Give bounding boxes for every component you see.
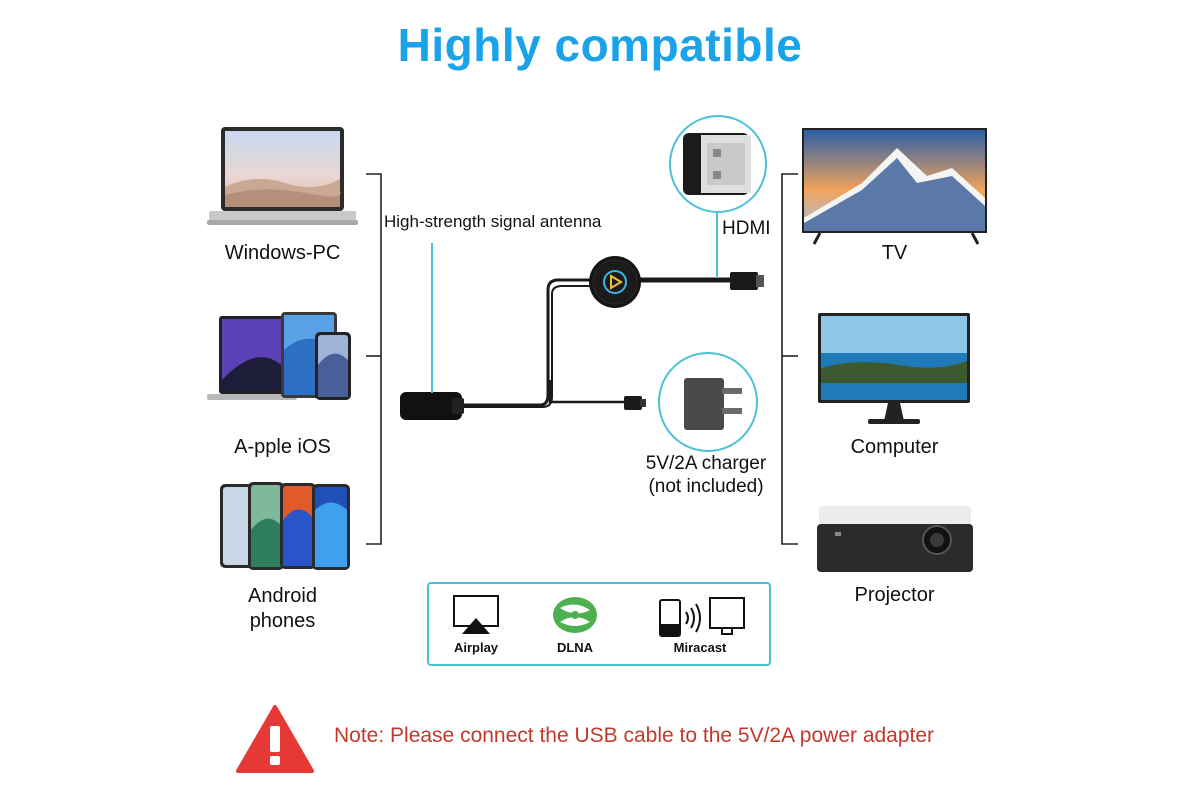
android-phones-icon [218,480,358,572]
warning-icon [236,704,314,774]
miracast-icon [658,596,748,640]
dongle-diagram [390,250,770,430]
apple-devices-icon [205,310,360,405]
page-title: Highly compatible [397,19,803,71]
antenna-callout-line [431,243,433,393]
hdmi-callout-line [716,212,718,278]
left-bracket [364,172,386,548]
protocol-label-airplay: Airplay [453,640,499,655]
hdmi-connector-icon [667,113,769,215]
dlna-icon [552,596,598,634]
charger-callout-label: 5V/2A charger (not included) [645,453,767,497]
device-label-ios: A-pple iOS [234,436,331,458]
charger-icon [656,350,760,454]
protocol-label-dlna: DLNA [556,640,594,655]
monitor-icon [818,313,970,429]
antenna-callout-label: High-strength signal antenna [384,212,602,231]
note-text: Note: Please connect the USB cable to th… [334,724,935,747]
tv-icon [802,128,987,246]
device-label-computer: Computer [850,436,939,458]
protocol-label-miracast: Miracast [673,640,727,655]
hdmi-callout-label: HDMI [722,218,771,239]
projector-icon [815,504,975,576]
protocols-box [427,582,771,666]
laptop-icon [205,125,360,237]
device-label-windows: Windows-PC [224,242,341,264]
device-label-tv: TV [881,242,908,264]
right-bracket [778,172,800,548]
airplay-icon [452,594,502,634]
device-label-projector: Projector [854,584,935,606]
device-label-android: Android phones [248,585,317,632]
